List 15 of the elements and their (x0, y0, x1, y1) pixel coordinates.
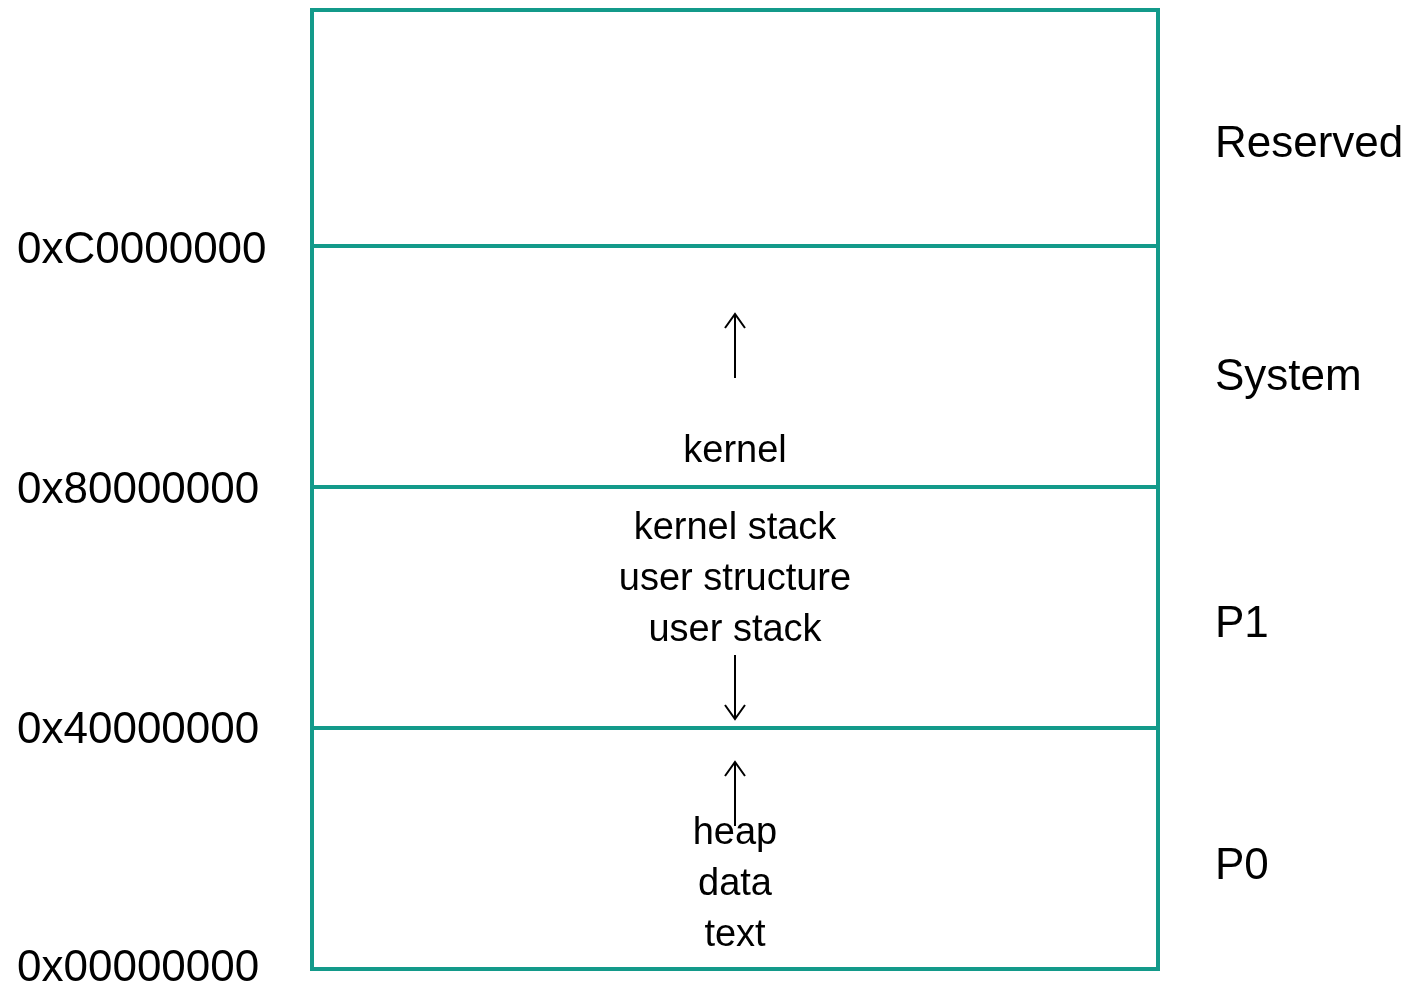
address-label: 0x40000000 (17, 703, 260, 753)
address-label: 0x80000000 (17, 463, 260, 513)
address-label: 0xC0000000 (17, 223, 267, 273)
segment-label: kernel (682, 427, 788, 472)
address-label: 0x00000000 (17, 941, 260, 990)
segment-label: user structure (617, 555, 853, 600)
region-name: Reserved (1215, 117, 1404, 167)
segment-label: data (697, 860, 773, 905)
region-name: P1 (1215, 597, 1269, 647)
segment-label: text (703, 911, 767, 956)
region-name: P0 (1215, 839, 1269, 889)
segment-label: kernel stack (632, 504, 838, 549)
segment-label: heap (691, 809, 779, 854)
region-name: System (1215, 350, 1362, 400)
segment-label: user stack (647, 606, 823, 651)
